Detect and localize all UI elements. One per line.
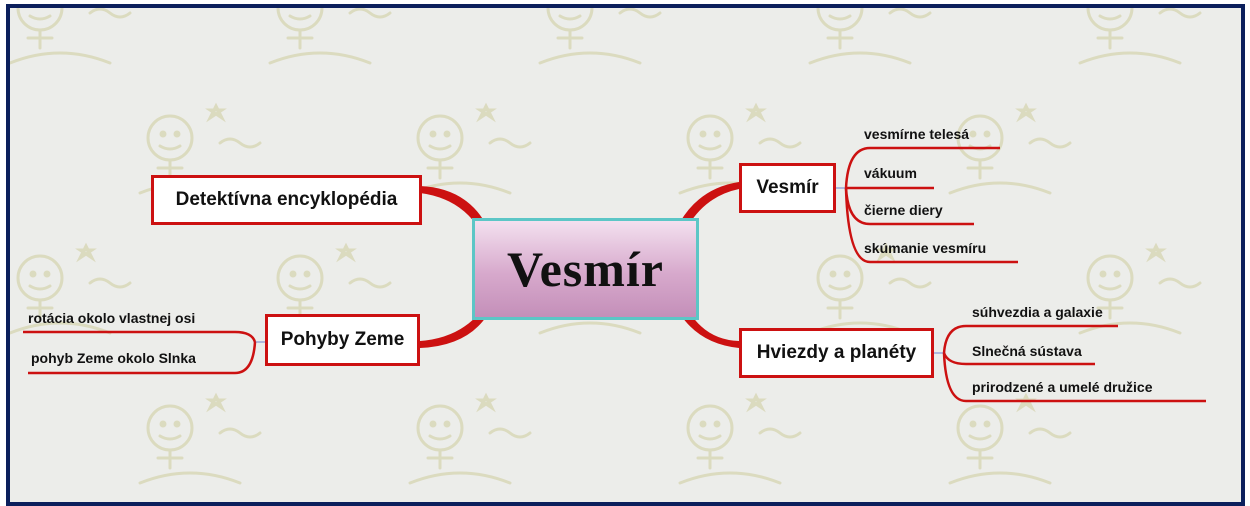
central-topic[interactable]: Vesmír — [472, 218, 699, 320]
line-vesmir-4 — [844, 187, 1018, 264]
central-topic-label: Vesmír — [507, 241, 664, 297]
subtopic-vesmirne-telesa[interactable]: vesmírne telesá — [864, 126, 970, 142]
line-vesmir-1 — [844, 146, 1000, 189]
topic-hviezdy-a-planety[interactable]: Hviezdy a planéty — [739, 328, 934, 378]
connector-vesmir — [680, 182, 739, 226]
subtopic-vakuum[interactable]: vákuum — [864, 165, 917, 181]
line-hviezdy-3 — [942, 352, 1206, 403]
topic-label: Vesmír — [756, 177, 819, 198]
line-pohyby-1 — [23, 330, 257, 343]
line-pohyby-2 — [28, 341, 257, 375]
subtopic-slnecna-sustava[interactable]: Slnečná sústava — [972, 343, 1082, 359]
subtopic-prirodzene-a-umele-druzice[interactable]: prirodzené a umelé družice — [972, 379, 1153, 395]
subtopic-cierne-diery[interactable]: čierne diery — [864, 202, 943, 218]
topic-vesmir[interactable]: Vesmír — [739, 163, 836, 213]
subtopic-skumanie-vesmiru[interactable]: skúmanie vesmíru — [864, 240, 987, 256]
mind-map-canvas: Vesmír Detektívna encyklopédia Vesmír Po… — [6, 4, 1245, 506]
topic-label: Detektívna encyklopédia — [175, 189, 398, 210]
topic-label: Pohyby Zeme — [280, 329, 405, 350]
subtopic-rotacia-okolo-vlastnej-osi[interactable]: rotácia okolo vlastnej osi — [28, 310, 196, 326]
subtopic-suhvezdia-a-galaxie[interactable]: súhvezdia a galaxie — [972, 304, 1103, 320]
line-hviezdy-1 — [942, 324, 1118, 354]
topic-pohyby-zeme[interactable]: Pohyby Zeme — [265, 314, 420, 366]
connector-pohyby — [420, 310, 488, 348]
topic-label: Hviezdy a planéty — [756, 342, 917, 363]
subtopic-pohyb-zeme-okolo-slnka[interactable]: pohyb Zeme okolo Slnka — [31, 350, 196, 366]
topic-detektivna-encyklopedia[interactable]: Detektívna encyklopédia — [151, 175, 422, 225]
